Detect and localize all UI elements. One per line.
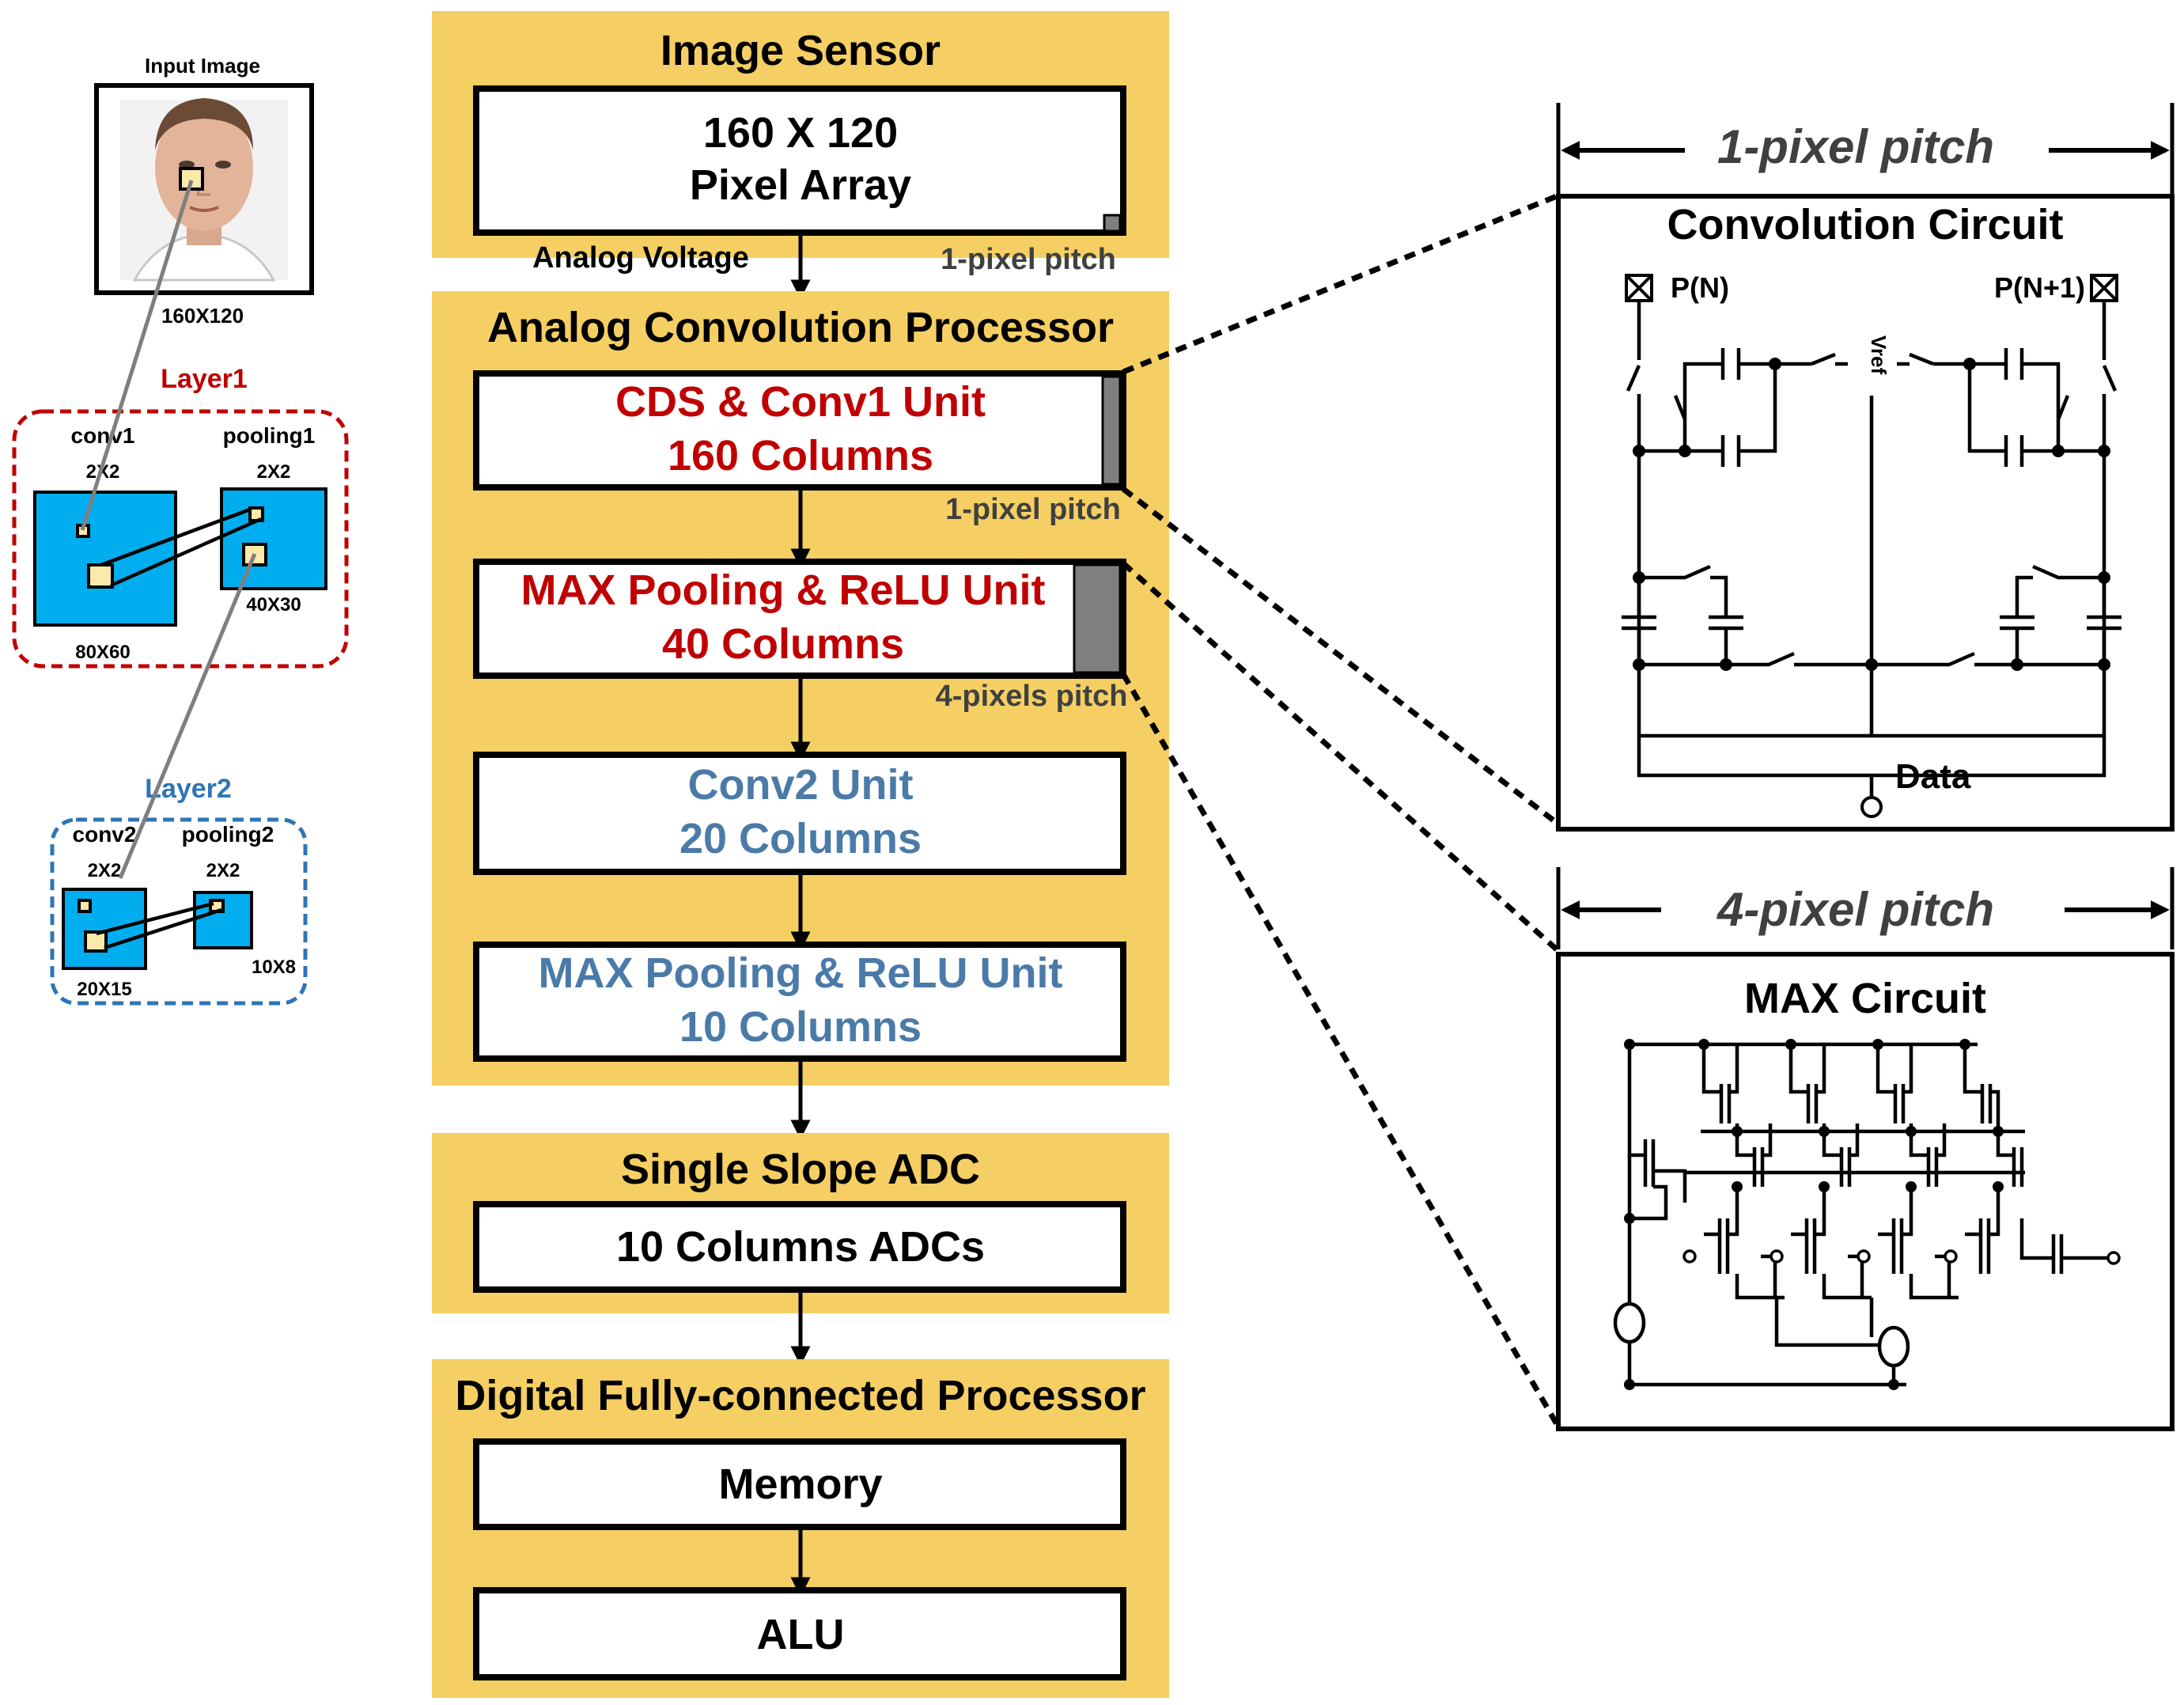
- layer1-frame: [12, 409, 349, 669]
- layer1-conv-label: conv1: [71, 423, 135, 448]
- alu-label: ALU: [757, 1611, 845, 1658]
- pixel-array-box: [473, 85, 1126, 236]
- image-sensor-title: Image Sensor: [660, 27, 941, 74]
- input-to-conv1-connector: [80, 180, 194, 531]
- vref-label: Vref: [1867, 335, 1891, 374]
- conv2-input-marker: [78, 899, 92, 913]
- dfc-title: Digital Fully-connected Processor: [455, 1372, 1145, 1419]
- cds-line1: CDS & Conv1 Unit: [615, 378, 986, 426]
- cds-pitch-marker: [1101, 375, 1122, 486]
- pin-pn-cross: [1625, 274, 1653, 302]
- input-size-label: 160X120: [161, 304, 244, 328]
- max1-line1: MAX Pooling & ReLU Unit: [521, 566, 1046, 614]
- layer2-conv-label: conv2: [73, 822, 137, 847]
- data-pin-label: Data: [1895, 757, 1971, 796]
- layer2-conv-size: 20X15: [77, 979, 131, 1000]
- memory-box: [473, 1438, 1126, 1530]
- alu-box: [473, 1587, 1126, 1680]
- conv-circuit-title: Convolution Circuit: [1667, 201, 2064, 248]
- max-pool1-box: [473, 559, 1126, 679]
- conv1-feature-map: [33, 491, 177, 627]
- top-pitch-label: 1-pixel pitch: [1717, 120, 1994, 173]
- layer2-link-a: [96, 901, 214, 936]
- layer1-conv-size: 80X60: [75, 642, 130, 663]
- pixel-array-line2: Pixel Array: [690, 161, 911, 209]
- bottom-pitch-label: 4-pixel pitch: [1717, 883, 1994, 936]
- pool1-feature-map: [220, 487, 327, 590]
- max-schematic: [1613, 1039, 2121, 1390]
- zoom-line-max-top: [1121, 561, 1559, 952]
- conv2-kernel-marker: [84, 930, 108, 953]
- max2-line2: 10 Columns: [679, 1003, 922, 1051]
- layer2-pool-kernel: 2X2: [206, 860, 240, 881]
- layer2-pool-size: 10X8: [252, 957, 296, 978]
- layer2-link-b: [104, 907, 222, 950]
- cds-line2: 160 Columns: [668, 432, 933, 479]
- conv1-kernel-marker: [87, 563, 114, 589]
- max-circuit-frame: [1556, 952, 2175, 1431]
- max-transistor-columns: [1701, 1044, 2109, 1347]
- processor-pipeline: Image Sensor 160 X 120 Pixel Array Analo…: [432, 11, 1169, 1698]
- conv2-line2: 20 Columns: [679, 815, 922, 862]
- layer1-pool-size: 40X30: [246, 594, 301, 616]
- zoom-line-conv-top: [1122, 193, 1558, 375]
- zoom-line-max-bottom: [1120, 673, 1560, 1426]
- max-circuit-title: MAX Circuit: [1744, 975, 1986, 1022]
- zoom-line-conv-bottom: [1121, 487, 1559, 825]
- conv2-box: [473, 752, 1126, 875]
- conv2-feature-map: [62, 888, 147, 970]
- convolution-circuit-frame: [1556, 194, 2175, 832]
- layer1-pool-kernel: 2X2: [257, 461, 291, 483]
- max2-line1: MAX Pooling & ReLU Unit: [539, 949, 1063, 997]
- layer1-link-a: [100, 507, 251, 567]
- memory-label: Memory: [718, 1461, 882, 1508]
- pixel-pitch-marker: [1103, 214, 1122, 233]
- layer1-link-b: [110, 517, 262, 588]
- layer2-conv-kernel: 2X2: [88, 860, 122, 881]
- adc-box-label: 10 Columns ADCs: [616, 1223, 985, 1271]
- layer1-pool-label: pooling1: [223, 423, 316, 448]
- max1-line2: 40 Columns: [662, 620, 904, 668]
- pixel-array-line1: 160 X 120: [703, 109, 898, 157]
- convolution-schematic: [1622, 301, 2122, 818]
- max-pool2-box: [473, 942, 1126, 1062]
- input-kernel-marker: [179, 167, 204, 191]
- conv2-line1: Conv2 Unit: [687, 761, 913, 809]
- pin-pn1-label: P(N+1): [1994, 271, 2085, 304]
- circuit-details: 1-pixel pitch Convolution Circuit P(N) P…: [1556, 103, 2175, 1431]
- pin-pn1-cross: [2090, 274, 2118, 302]
- layer2-pool-label: pooling2: [182, 822, 274, 847]
- pool1-to-conv2-connector: [118, 553, 257, 879]
- input-image-label: Input Image: [145, 54, 260, 78]
- pin-pn-label: P(N): [1671, 271, 1729, 304]
- acp-title: Analog Convolution Processor: [487, 304, 1114, 351]
- max1-pitch-marker: [1073, 563, 1122, 674]
- pitch-label-2: 1-pixel pitch: [945, 493, 1121, 526]
- adc-title: Single Slope ADC: [621, 1146, 980, 1193]
- pitch-label-1: 1-pixel pitch: [941, 243, 1116, 276]
- analog-voltage-label: Analog Voltage: [532, 241, 749, 275]
- layer1-title: Layer1: [161, 364, 248, 394]
- pitch-label-3: 4-pixels pitch: [936, 680, 1128, 713]
- zoom-connectors: [1120, 193, 1560, 1426]
- cnn-structure: Input Image 160X120 Layer1 conv1 pooling…: [12, 54, 349, 1006]
